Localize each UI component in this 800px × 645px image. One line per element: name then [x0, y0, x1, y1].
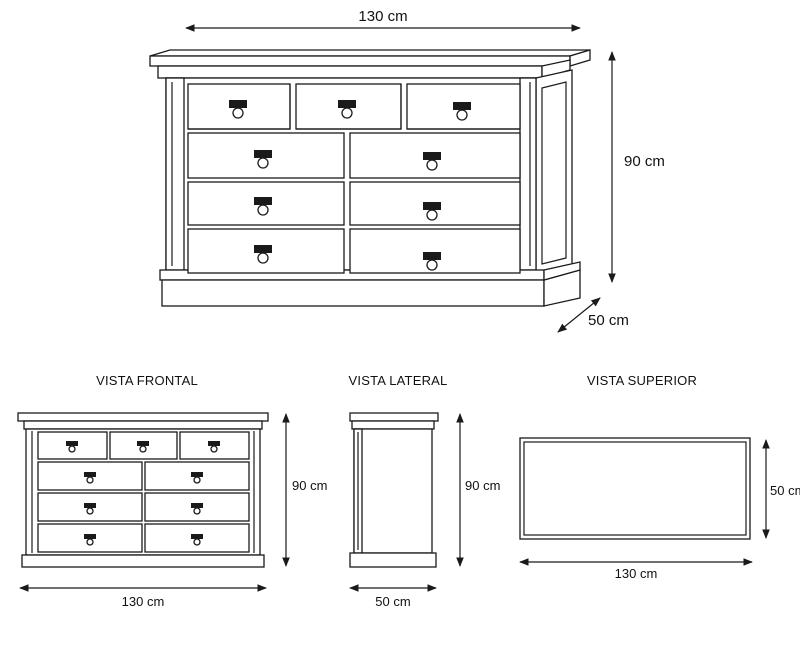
handle-icon [84, 472, 96, 484]
iso-width-label: 130 cm [358, 8, 407, 25]
iso-drawer [349, 228, 521, 274]
top-depth-label: 50 cm [770, 483, 800, 498]
handle-icon [423, 252, 441, 271]
top-outer [519, 437, 751, 540]
side-width-label: 50 cm [375, 594, 410, 609]
handle-icon [254, 245, 272, 264]
handle-icon [66, 441, 78, 453]
handle-icon [137, 441, 149, 453]
side-height-label: 90 cm [465, 478, 500, 493]
iso-plinth [161, 279, 545, 307]
handle-icon [191, 472, 203, 484]
iso-dresser: 130 cm 90 cm 50 cm [149, 8, 665, 333]
front-view-drawing: 130 cm 90 cm [17, 412, 327, 609]
front-height-label: 90 cm [292, 478, 327, 493]
handle-icon [254, 150, 272, 169]
side-body [353, 428, 433, 554]
iso-right-pilaster [519, 77, 537, 271]
iso-handles [229, 100, 471, 271]
handle-icon [84, 534, 96, 546]
iso-side-panel [541, 81, 567, 265]
handle-icon [254, 197, 272, 216]
top-width-label: 130 cm [615, 566, 658, 581]
front-drawer [109, 431, 178, 460]
iso-depth-dimension-line [557, 297, 601, 333]
side-view-title: VISTA LATERAL [349, 373, 448, 388]
top-view-drawing: 130 cm 50 cm [519, 437, 800, 581]
front-cornice [23, 420, 263, 430]
front-handles [66, 441, 220, 546]
side-cornice [351, 420, 435, 430]
handle-icon [453, 102, 471, 121]
iso-depth-label: 50 cm [588, 312, 629, 329]
handle-icon [84, 503, 96, 515]
handle-icon [229, 100, 247, 119]
front-plinth [21, 554, 265, 568]
side-view-drawing: 50 cm 90 cm [349, 412, 500, 609]
handle-icon [338, 100, 356, 119]
iso-drawers [187, 83, 521, 274]
handle-icon [208, 441, 220, 453]
iso-top-surface [149, 49, 591, 57]
front-top [17, 412, 269, 422]
top-inner-edge [523, 441, 747, 536]
iso-left-pilaster [165, 77, 185, 271]
side-plinth [349, 552, 437, 568]
front-width-label: 130 cm [122, 594, 165, 609]
handle-icon [191, 503, 203, 515]
handle-icon [423, 152, 441, 171]
side-top [349, 412, 439, 422]
handle-icon [191, 534, 203, 546]
top-view-title: VISTA SUPERIOR [587, 373, 697, 388]
front-view-title: VISTA FRONTAL [96, 373, 198, 388]
iso-cornice [157, 65, 543, 79]
iso-height-label: 90 cm [624, 153, 665, 170]
handle-icon [423, 202, 441, 221]
iso-top-front-edge [149, 55, 571, 67]
